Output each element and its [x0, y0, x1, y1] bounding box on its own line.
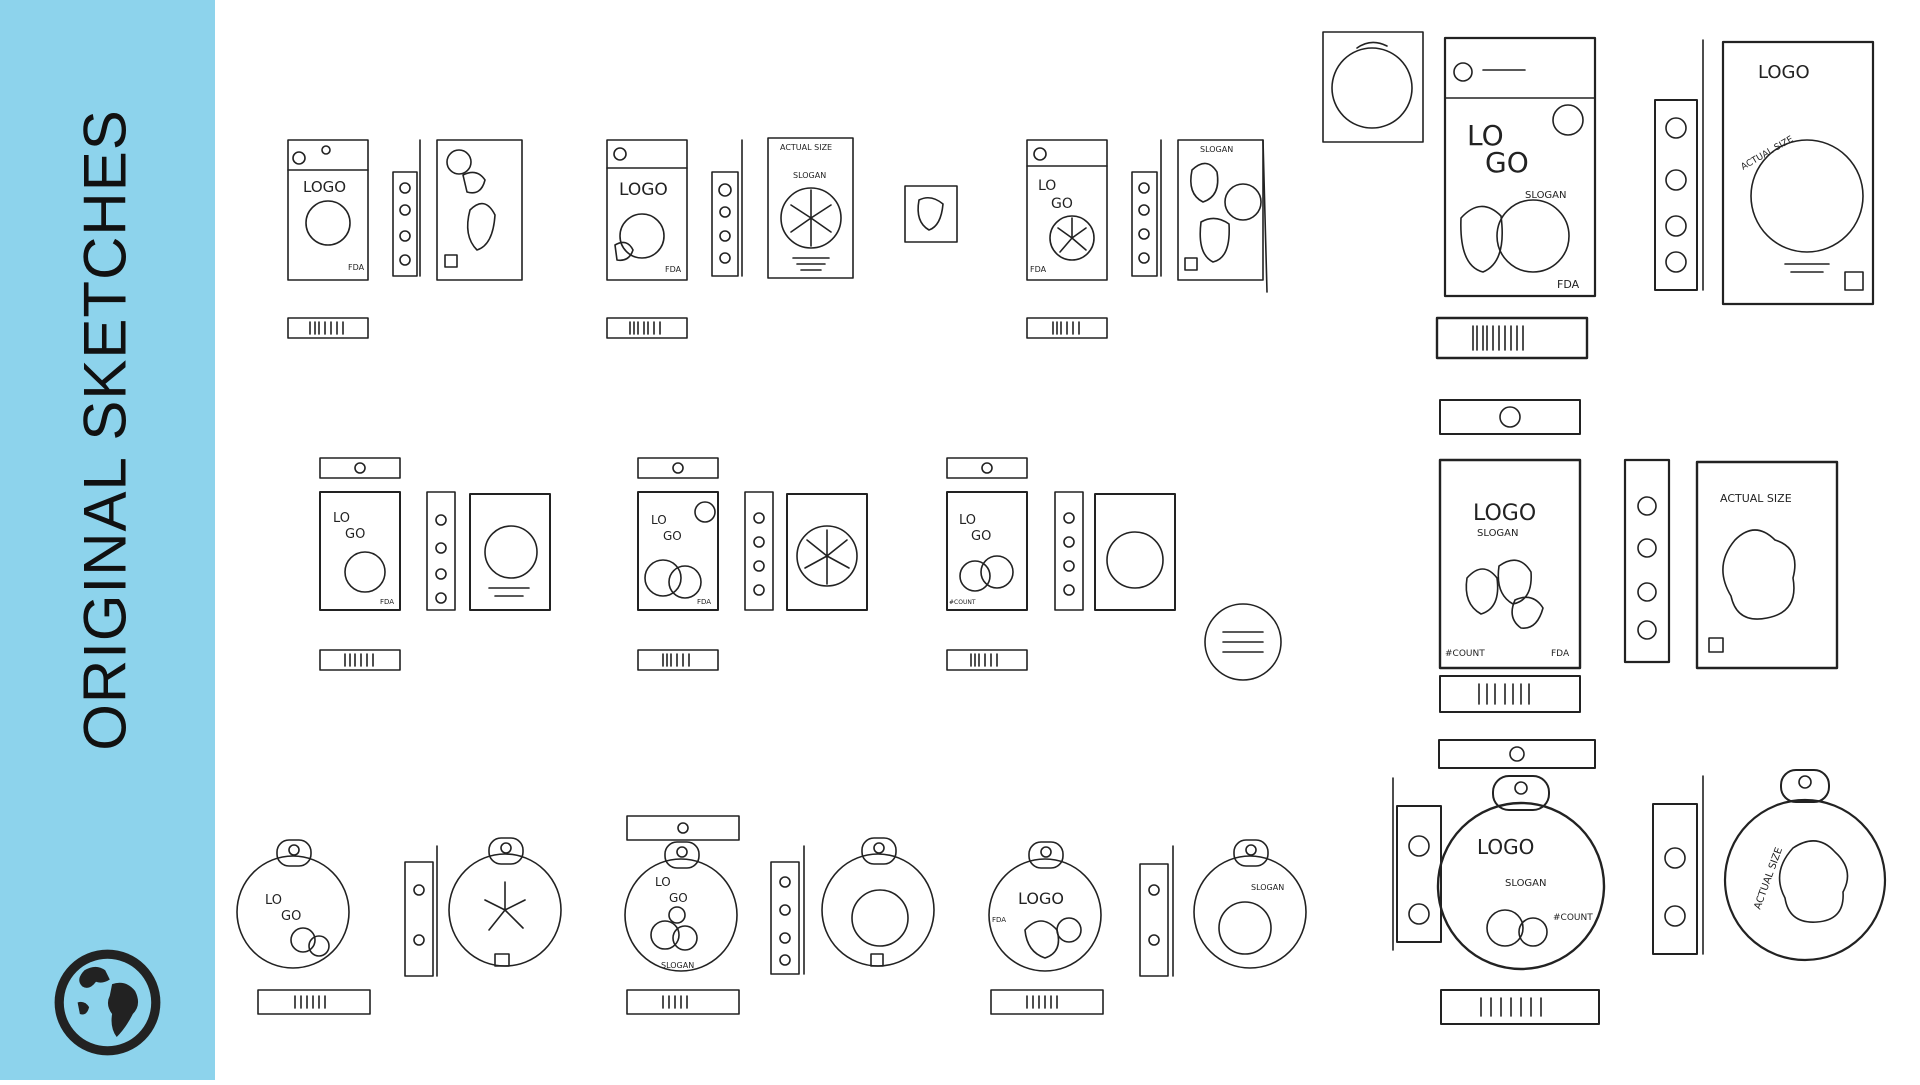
- fda-label: FDA: [1551, 649, 1570, 659]
- fda-label: FDA: [1557, 278, 1580, 291]
- sketch-round-3: LOGO FDA SLOGAN: [988, 839, 1307, 1015]
- slogan-label: SLOGAN: [1477, 528, 1519, 539]
- slogan-label: SLOGAN: [1505, 878, 1547, 889]
- fda-label: FDA: [992, 916, 1006, 924]
- logo-split-b: GO: [1051, 196, 1073, 212]
- slogan-label: SLOGAN: [661, 961, 694, 970]
- sketch-box-4: LO GO FDA: [319, 457, 551, 671]
- logo-split-a: LO: [1038, 178, 1056, 194]
- logo-label: LOGO: [1018, 889, 1064, 908]
- sketch-large-1: LO GO SLOGAN FDA LOGO ACTUAL SIZE: [1322, 31, 1875, 360]
- logo-split-a: LO: [333, 511, 350, 526]
- sketch-sticker: [904, 185, 958, 243]
- logo-label: LOGO: [1758, 62, 1810, 83]
- logo-split-b: GO: [971, 529, 991, 544]
- slogan-label: SLOGAN: [1251, 883, 1284, 892]
- fda-label: FDA: [1030, 265, 1047, 274]
- page-title: ORIGINAL SKETCHES: [71, 109, 139, 751]
- logo-label: LOGO: [619, 180, 668, 200]
- fda-label: FDA: [348, 263, 365, 272]
- logo-split-a: LO: [265, 893, 282, 908]
- fda-label: FDA: [665, 265, 682, 274]
- logo-split-b: GO: [281, 909, 301, 924]
- count-label: #COUNT: [1553, 913, 1593, 923]
- logo-split-b: GO: [663, 529, 682, 543]
- sketch-box-6: LO GO #COUNT: [946, 457, 1282, 681]
- globe-icon: [54, 949, 161, 1056]
- logo-label: LOGO: [1473, 501, 1536, 526]
- count-label: #COUNT: [1445, 649, 1485, 659]
- logo-label: LOGO: [303, 178, 346, 196]
- sketch-round-large: LOGO SLOGAN #COUNT ACTUAL SIZE: [1392, 739, 1887, 1025]
- logo-split-a: LO: [655, 875, 671, 889]
- logo-split-a: LO: [651, 513, 667, 527]
- slogan-label: SLOGAN: [1200, 145, 1233, 154]
- slogan-label: SLOGAN: [793, 171, 826, 180]
- fda-label: FDA: [697, 598, 711, 606]
- sketch-large-2: LOGO SLOGAN #COUNT FDA ACTUAL SIZE: [1438, 399, 1839, 713]
- logo-split-b: GO: [345, 527, 365, 542]
- logo-split-b: GO: [1485, 146, 1529, 179]
- count-label: #COUNT: [949, 599, 976, 606]
- logo-split-a: LO: [959, 513, 976, 528]
- fda-label: FDA: [380, 598, 394, 606]
- logo-split-a: LO: [1467, 119, 1504, 152]
- sketches-area: LOGO FDA LOGO FDA ACTUAL SIZE SLOGAN: [215, 0, 1920, 1080]
- sketch-box-5: LO GO FDA: [637, 457, 868, 671]
- sketch-round-2: LO GO SLOGAN: [624, 815, 935, 1015]
- sketch-box-2: LOGO FDA ACTUAL SIZE SLOGAN: [606, 137, 854, 339]
- actual-size-label: ACTUAL SIZE: [780, 143, 832, 152]
- sidebar: ORIGINAL SKETCHES: [0, 0, 215, 1080]
- slogan-label: SLOGAN: [1525, 190, 1567, 201]
- logo-label: LOGO: [1477, 835, 1534, 859]
- actual-size-label: ACTUAL SIZE: [1740, 134, 1796, 172]
- logo-split-b: GO: [669, 891, 688, 905]
- sketch-box-1: LOGO FDA: [287, 139, 523, 339]
- sketch-box-3: LO GO FDA SLOGAN: [1026, 139, 1268, 339]
- sketch-round-1: LO GO: [236, 837, 562, 1015]
- actual-size-label: ACTUAL SIZE: [1720, 492, 1792, 505]
